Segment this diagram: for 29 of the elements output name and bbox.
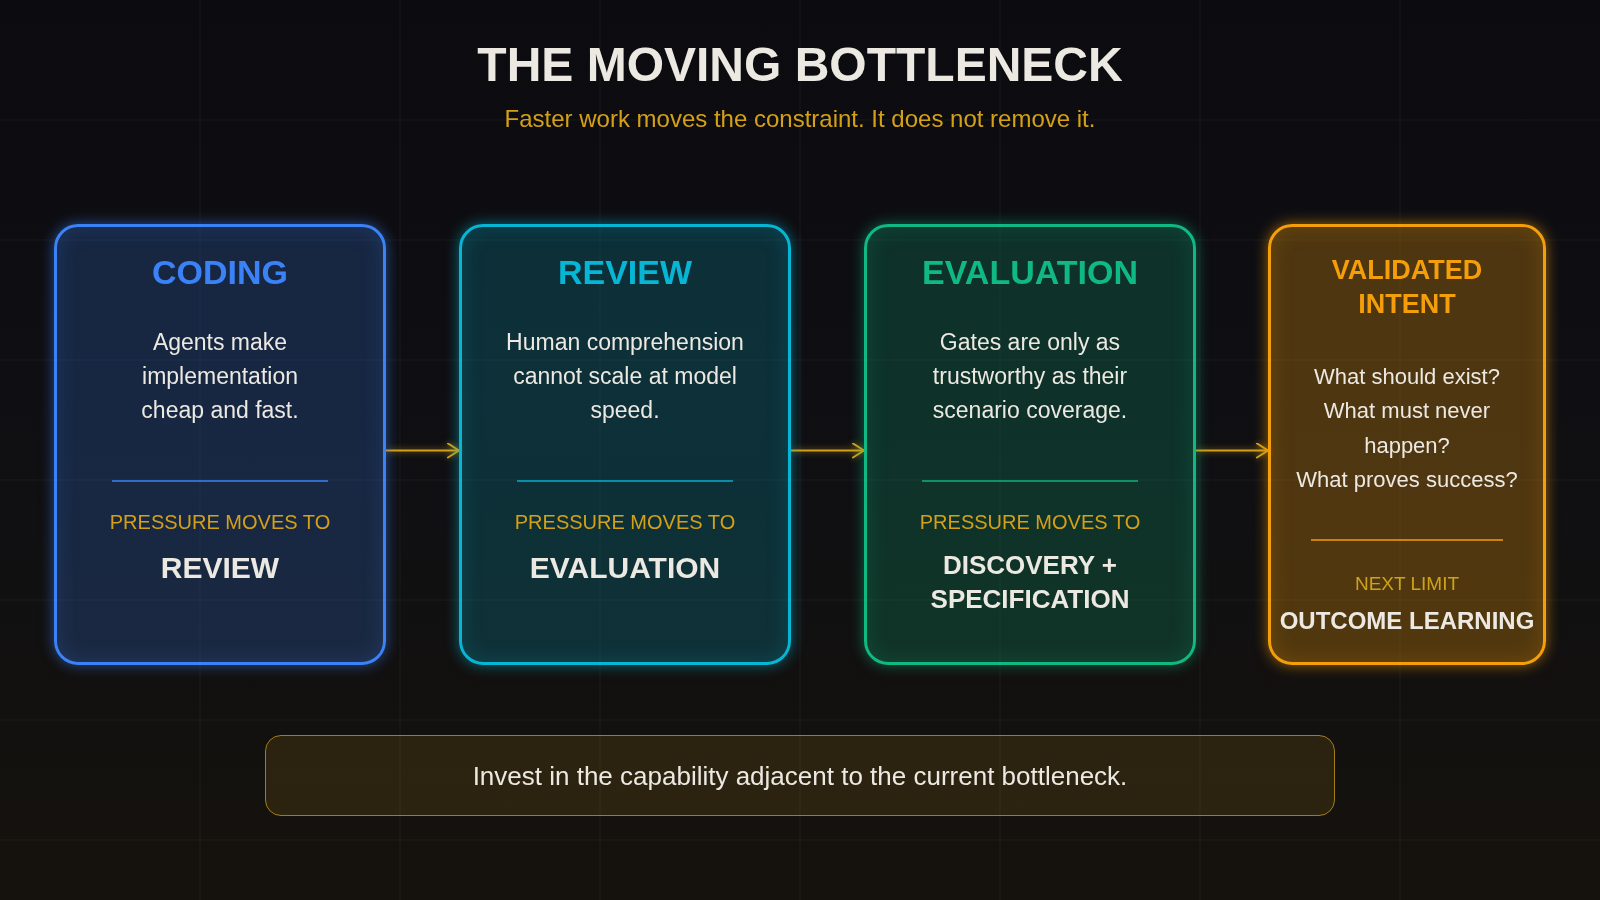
stage-description: Agents make implementation cheap and fast. (140, 328, 300, 425)
takeaway-banner (265, 735, 1335, 816)
stage-card (864, 224, 1196, 665)
pressure-label: NEXT LIMIT (1354, 572, 1460, 596)
stage-description: What must never happen? (1322, 397, 1492, 460)
stage-description: What should exist? (1314, 363, 1500, 391)
next-bottleneck: OUTCOME LEARNING (1279, 606, 1535, 636)
stage-card (54, 224, 386, 665)
stage-card (459, 224, 791, 665)
next-bottleneck: EVALUATION (529, 550, 721, 586)
pressure-label: PRESSURE MOVES TO (514, 510, 736, 534)
flow-arrow (790, 442, 865, 459)
stage-title: CODING (152, 252, 288, 292)
stage-title: REVIEW (557, 252, 693, 292)
stage-title: EVALUATION (922, 252, 1138, 292)
flow-arrow (1195, 442, 1269, 459)
next-bottleneck: DISCOVERY + SPECIFICATION (929, 549, 1131, 616)
pressure-label: PRESSURE MOVES TO (109, 510, 331, 534)
stage-description: Gates are only as trustworthy as their scenario coverage. (931, 328, 1129, 425)
stage-card (1268, 224, 1546, 665)
stage-description: What proves success? (1296, 465, 1518, 494)
stage-description: Human comprehension cannot scale at model speed. (505, 328, 745, 425)
subtitle: Faster work moves the constraint. It does not remove it. (504, 104, 1096, 134)
stage-title: VALIDATED INTENT (1330, 254, 1484, 321)
flow-arrow (385, 442, 460, 459)
pressure-label: PRESSURE MOVES TO (919, 510, 1141, 534)
next-bottleneck: REVIEW (160, 550, 280, 586)
page-title: THE MOVING BOTTLENECK (477, 37, 1123, 93)
takeaway-text: Invest in the capability adjacent to the current bottleneck. (472, 759, 1128, 792)
